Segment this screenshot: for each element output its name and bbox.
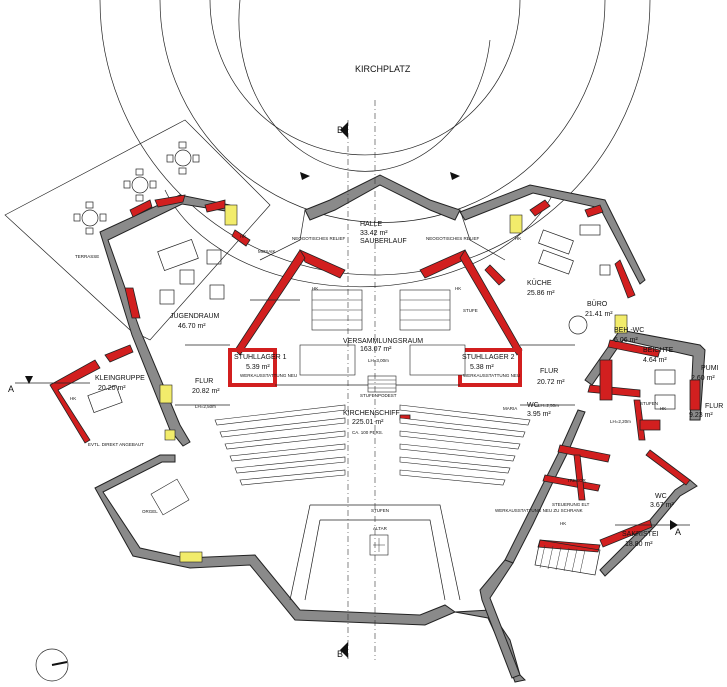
label-wv-left: WERKAUSSTATTUNG NEU — [240, 373, 297, 378]
room-versammlungsraum-name: VERSAMMLUNGSRAUM — [343, 338, 423, 345]
organ — [150, 478, 190, 516]
room-kueche-area: 25.86 m² — [527, 290, 555, 297]
label-mosaik: MOSAIK — [258, 249, 276, 254]
nave-pews — [214, 404, 531, 486]
label-stufen-altar: STUFEN — [371, 508, 389, 513]
room-kleingruppe-name: KLEINGRUPPE — [95, 375, 145, 382]
youth-room-furniture — [157, 238, 225, 305]
room-flur-right-note: LH=2,50m — [538, 403, 559, 408]
room-beichte-name: BEICHTE — [643, 347, 674, 354]
room-flur-right-area: 20.72 m² — [537, 379, 565, 386]
room-sakristei-name: SAKRISTEI — [622, 531, 659, 538]
room-buero-name: BÜRO — [587, 300, 608, 308]
labels: KIRCHPLATZ TERRASSE B B A A HALLE 33.42 … — [8, 64, 723, 659]
label-relief-left: NEOGOTISCHES RELIEF — [292, 236, 346, 241]
label-hk-7: HK — [560, 521, 566, 526]
room-jugendraum-area: 46.70 m² — [178, 323, 206, 330]
room-kirchenschiff-name: KIRCHENSCHIFF — [343, 410, 400, 417]
room-stuhllager1-name: STUHLLAGER 1 — [234, 354, 287, 361]
section-a-right: A — [675, 527, 681, 537]
room-jugendraum-name: JUGENDRAUM — [170, 313, 220, 320]
label-tresor: TRESOR — [567, 478, 587, 483]
room-kueche-name: KÜCHE — [527, 279, 552, 287]
room-behwc-area: 6.06 m² — [614, 337, 638, 344]
label-hk-6: HK — [660, 406, 666, 411]
plaza-label: KIRCHPLATZ — [355, 64, 411, 74]
room-kirchenschiff-area: 225.01 m² — [352, 419, 384, 426]
room-flur-left-note: LH=2,50m — [195, 404, 216, 409]
label-altar: ALTAR — [373, 526, 388, 531]
room-stuhllager2-name: STUHLLAGER 2 — [462, 354, 515, 361]
assembly-seating — [299, 289, 466, 393]
terrace-tables — [73, 141, 200, 235]
label-stufenpodest: STUFENPODEST — [360, 393, 397, 398]
room-flur-east-area: 9.23 m² — [689, 412, 713, 419]
room-wc2-area: 3.67 m² — [650, 502, 674, 509]
section-b-top: B — [337, 125, 343, 135]
label-orgel: ORGEL — [142, 509, 158, 514]
label-hk-4: HK — [312, 286, 318, 291]
label-wv-right: WERKAUSSTATTUNG NEU — [463, 373, 520, 378]
room-wc1-area: 3.95 m² — [527, 411, 551, 418]
label-steuerung: STEUERUNG ELT — [552, 502, 590, 507]
terrace-label: TERRASSE — [75, 254, 99, 259]
room-halle-area: 33.42 m² — [360, 230, 388, 237]
small-group-table — [87, 384, 123, 414]
room-behwc-name: BEH.-WC — [614, 327, 644, 334]
room-flur-left-area: 20.82 m² — [192, 388, 220, 395]
room-sakristei-area: 18.80 m² — [625, 541, 653, 548]
room-pumi-name: PUMI — [701, 365, 719, 372]
label-wv-sak: WERKAUSSTATTUNG NEU ZU SCHRANK — [495, 508, 583, 513]
room-kirchenschiff-note: CA. 100 PERS. — [352, 430, 383, 435]
label-hk-3: HK — [455, 286, 461, 291]
room-pumi-area: 2.60 m² — [691, 375, 715, 382]
section-a-left: A — [8, 384, 14, 394]
label-stufen-east: STUFEN — [640, 401, 658, 406]
new-walls — [49, 194, 701, 553]
section-lines — [15, 100, 690, 660]
room-versammlungsraum-area: 163.07 m² — [360, 346, 392, 353]
label-relief-right: NEOGOTISCHES RELIEF — [426, 236, 480, 241]
room-kleingruppe-area: 20.20 m² — [98, 385, 126, 392]
room-wc2-name: WC — [655, 493, 667, 500]
north-arrow-icon — [35, 648, 69, 682]
label-hk-2: HK — [515, 236, 521, 241]
outer-walls — [94, 174, 706, 683]
terrace-outline — [4, 119, 271, 341]
room-stuhllager1-area: 5.39 m² — [246, 364, 270, 371]
label-hk-5: HK — [70, 396, 76, 401]
label-hk-1: HK — [240, 234, 246, 239]
room-versammlungsraum-note: LH=3,00m — [368, 358, 389, 363]
room-beichte-area: 4.64 m² — [643, 357, 667, 364]
room-flur-east-name: FLUR — [705, 403, 723, 410]
room-buero-area: 21.41 m² — [585, 311, 613, 318]
label-maria: MARIA — [503, 406, 517, 411]
room-wc1-name: WC — [527, 402, 539, 409]
label-stufe: STUFE — [463, 308, 478, 313]
doors-yellow — [159, 204, 628, 563]
room-flur-left-name: FLUR — [195, 378, 213, 385]
room-halle-name: HALLE — [360, 221, 383, 228]
kitchen-office-furniture — [538, 224, 676, 410]
room-halle-note: SAUBERLAUF — [360, 238, 407, 245]
sacristy-stairs — [534, 539, 601, 576]
label-evtl: EVTL. DIREKT ANGEBAUT — [88, 442, 144, 447]
room-flur-right-name: FLUR — [540, 368, 558, 375]
room-stuhllager2-area: 5.38 m² — [470, 364, 494, 371]
label-lh220: LH=2,20m — [610, 419, 631, 424]
interior-walls — [175, 209, 575, 601]
section-b-bottom: B — [337, 649, 343, 659]
